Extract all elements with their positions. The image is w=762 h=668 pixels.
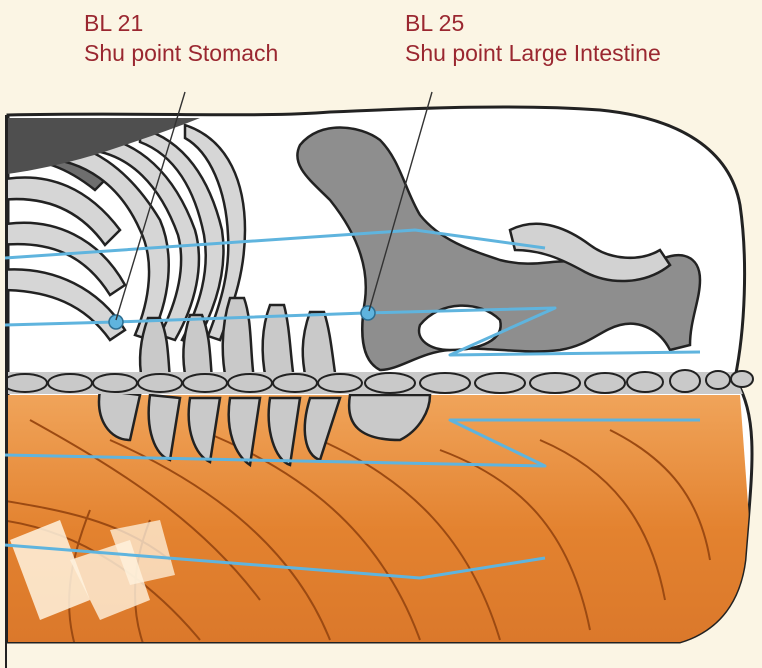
label-bl21: BL 21 Shu point Stomach — [84, 8, 278, 68]
spine — [0, 370, 760, 394]
bl21-name: Shu point Stomach — [84, 38, 278, 68]
label-bl25: BL 25 Shu point Large Intestine — [405, 8, 661, 68]
bl25-code: BL 25 — [405, 8, 661, 38]
bl21-code: BL 21 — [84, 8, 278, 38]
acupoint-bl25 — [361, 306, 375, 320]
bl25-name: Shu point Large Intestine — [405, 38, 661, 68]
acupoint-bl21 — [109, 315, 123, 329]
